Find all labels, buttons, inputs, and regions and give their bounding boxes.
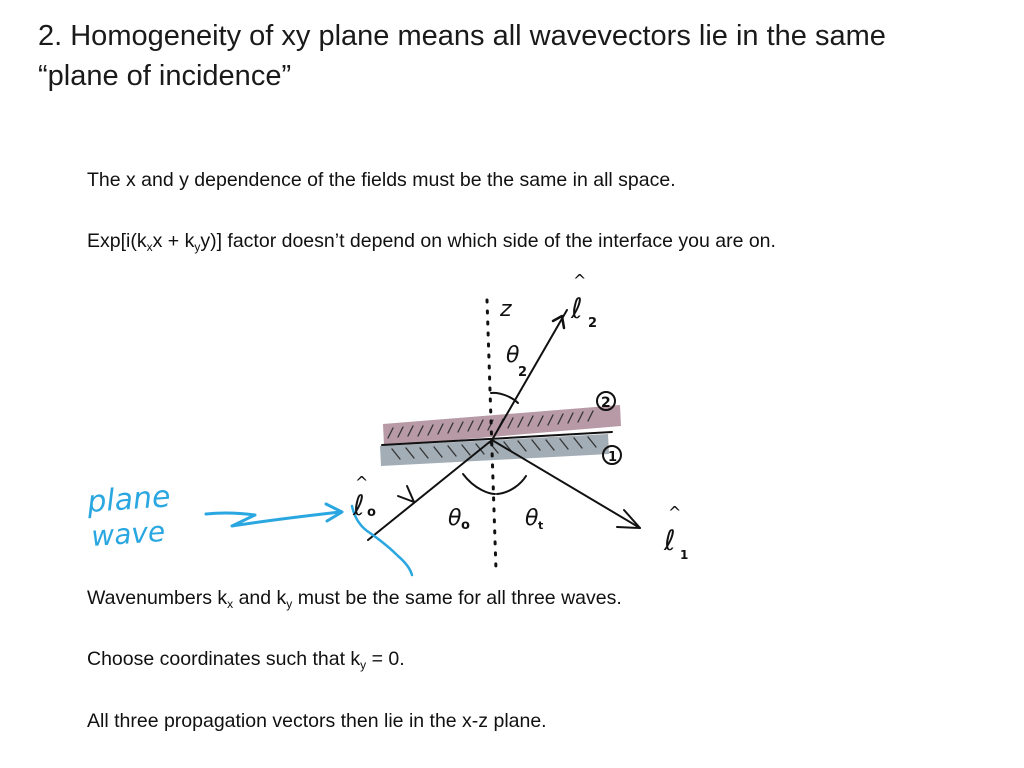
transmitted-arrowhead [551, 314, 566, 330]
interface-line [381, 431, 613, 446]
wn-text-c: must be the same for all three waves. [292, 587, 622, 609]
l0-subscript: o [367, 505, 376, 520]
medium-2-layer [383, 405, 621, 446]
region-1-label: 1 [608, 450, 617, 465]
wavefront-squiggle [350, 504, 414, 577]
cc-text-a: Choose coordinates such that k [87, 648, 361, 670]
wn-text-a: Wavenumbers k [87, 587, 228, 609]
cc-sub-y: y [360, 658, 367, 672]
exp-text-c: y)] factor doesn’t depend on which side … [200, 230, 776, 252]
theta0-symbol: θ [448, 506, 462, 531]
paragraph-wavenumbers: Wavenumbers kx and ky must be the same f… [87, 585, 622, 611]
thetat-subscript: t [538, 519, 543, 532]
paragraph-xy-dependence: The x and y dependence of the fields mus… [87, 169, 676, 191]
thetat-symbol: θ [525, 506, 539, 531]
theta2-arc [490, 391, 519, 404]
region-2-label: 2 [601, 395, 611, 411]
theta2-symbol: θ [506, 343, 520, 368]
thetat-arc [496, 475, 527, 495]
plane-wave-pointer-arrowhead [324, 502, 344, 523]
theta0-subscript: o [461, 518, 470, 533]
l1-hat: ^ [668, 503, 681, 522]
l2-hat: ^ [573, 271, 586, 290]
l2-subscript: 2 [588, 316, 597, 331]
theta2-subscript: 2 [518, 365, 527, 380]
l0-symbol: ℓ [352, 489, 365, 522]
transmitted-ray [491, 309, 568, 441]
theta0-arc [462, 473, 496, 495]
l1-symbol: ℓ [663, 524, 676, 557]
plane-wave-pointer-arrow [204, 510, 342, 528]
l1-subscript: 1 [680, 548, 688, 562]
plane-wave-label-line-1: plane [85, 479, 171, 520]
exp-text-b: x + k [152, 230, 195, 252]
region-2-circle [596, 391, 616, 411]
medium-1-layer [380, 434, 609, 466]
exp-sub-y: y [194, 240, 201, 254]
exp-sub-x: x [146, 240, 153, 254]
z-axis-dotted [485, 298, 498, 572]
paragraph-exp-factor: Exp[i(kxx + kyy)] factor doesn’t depend … [87, 228, 776, 254]
paragraph-choose-coordinates: Choose coordinates such that ky = 0. [87, 646, 405, 672]
cc-text-b: = 0. [366, 648, 405, 670]
wn-sub-y: y [286, 597, 293, 611]
region-1-circle [602, 445, 622, 465]
z-axis-label: z [499, 297, 512, 322]
wn-text-b: and k [233, 587, 287, 609]
incident-arrowhead [397, 485, 415, 503]
reflected-arrowhead [616, 509, 641, 529]
slide-title: 2. Homogeneity of xy plane means all wav… [38, 16, 998, 96]
title-line-2: “plane of incidence” [38, 60, 292, 92]
plane-wave-label-line-2: wave [90, 515, 166, 553]
paragraph-xz-plane: All three propagation vectors then lie i… [87, 710, 547, 732]
l0-hat: ^ [355, 473, 368, 492]
exp-text-a: Exp[i(k [87, 230, 147, 252]
wn-sub-x: x [227, 597, 234, 611]
l2-symbol: ℓ [570, 292, 583, 325]
reflected-ray [491, 439, 641, 529]
incident-ray [367, 439, 493, 541]
title-line-1: 2. Homogeneity of xy plane means all wav… [38, 20, 886, 52]
